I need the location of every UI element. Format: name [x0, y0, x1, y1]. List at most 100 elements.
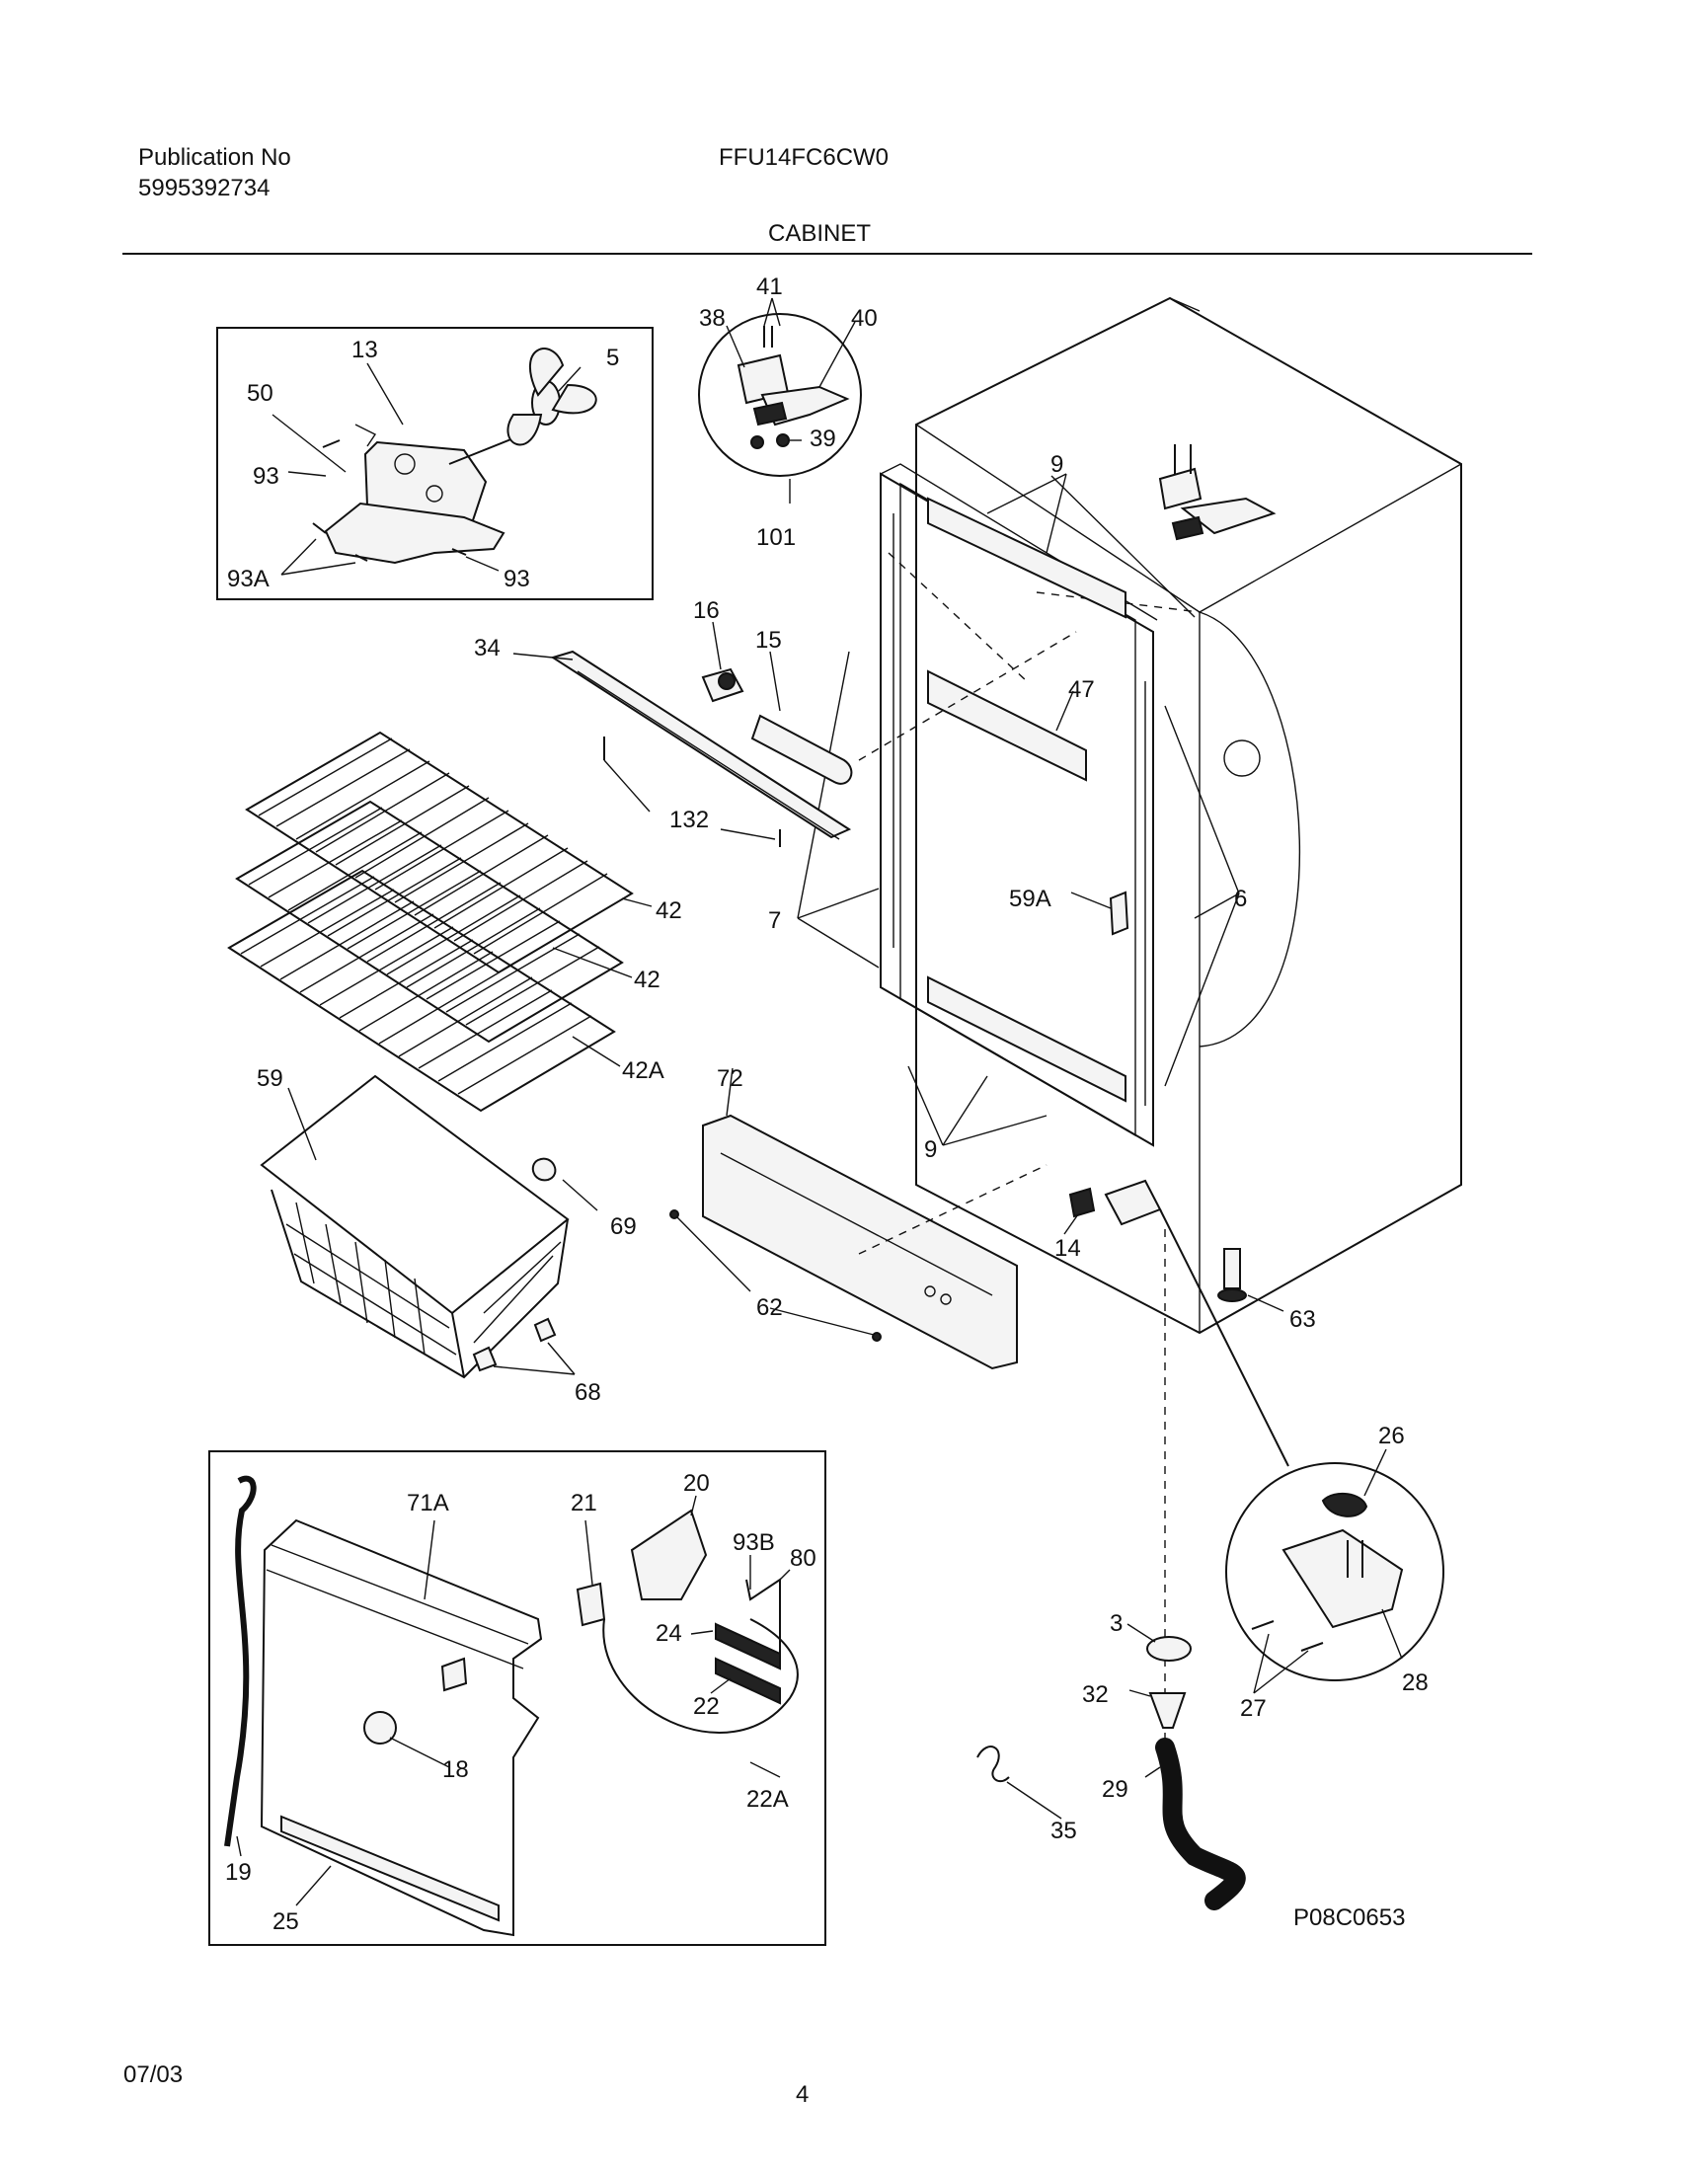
- callout: 93: [504, 566, 530, 592]
- callout: 5: [606, 345, 619, 371]
- evaporator-inset-box: [208, 1450, 826, 1946]
- callout: 71A: [407, 1490, 449, 1516]
- callout: 13: [351, 337, 378, 363]
- header-divider: [122, 253, 1532, 255]
- callout: 16: [693, 597, 720, 624]
- cabinet-body: [915, 296, 1462, 1335]
- callout: 41: [756, 273, 783, 300]
- drain-clip: [976, 1746, 1010, 1783]
- callout: 34: [474, 635, 501, 661]
- callout: 42A: [622, 1057, 664, 1084]
- lower-hinge: [1104, 1179, 1162, 1226]
- callout: 35: [1050, 1818, 1077, 1844]
- callout: 22A: [746, 1786, 789, 1813]
- section-title: CABINET: [768, 220, 872, 247]
- callout: 32: [1082, 1681, 1109, 1708]
- callout: 93A: [227, 566, 270, 592]
- defrost-terminator: [576, 1582, 606, 1627]
- callout: 15: [755, 627, 782, 654]
- screw-93-right: [451, 548, 467, 556]
- callout: 29: [1102, 1776, 1128, 1803]
- latch: [1109, 891, 1129, 936]
- callout: 68: [575, 1379, 601, 1406]
- callout: 62: [756, 1294, 783, 1321]
- leveling-leg: [1217, 1248, 1247, 1302]
- light-switch: [1068, 1187, 1096, 1218]
- page-number: 4: [796, 2081, 810, 2108]
- thermostat-bracket: [701, 667, 744, 703]
- callout: 47: [1068, 676, 1095, 703]
- callout: 69: [610, 1213, 637, 1240]
- lower-hinge-detail-circle: [1225, 1462, 1444, 1681]
- heater-bracket: [745, 1578, 781, 1659]
- callout: 14: [1054, 1235, 1081, 1262]
- screw-93a-lower: [354, 554, 368, 562]
- callout: 72: [717, 1065, 743, 1092]
- callout: 93B: [733, 1529, 775, 1556]
- publication-label: Publication No: [138, 144, 291, 171]
- evaporator-seal: [224, 1475, 257, 1847]
- callout: 22: [693, 1693, 720, 1720]
- evaporator-cover: [260, 1518, 543, 1937]
- cabinet-top-hinge: [1158, 444, 1277, 541]
- model-number: FFU14FC6CW0: [719, 144, 890, 171]
- drain-trough: [1148, 1692, 1187, 1729]
- callout: 19: [225, 1859, 252, 1886]
- callout: 42: [634, 967, 660, 993]
- callout: 80: [790, 1545, 816, 1572]
- kickplate: [702, 1114, 1018, 1370]
- thermostat-bulb: [750, 714, 853, 785]
- callout: 24: [656, 1620, 682, 1647]
- wire-shelf-lower: [227, 869, 616, 1113]
- callout: 9: [1050, 451, 1063, 478]
- callout: 28: [1402, 1669, 1429, 1696]
- callout: 59A: [1009, 886, 1051, 912]
- callout: 6: [1234, 886, 1247, 912]
- callout: 38: [699, 305, 726, 332]
- callout: 27: [1240, 1695, 1267, 1722]
- callout: 26: [1378, 1423, 1405, 1449]
- basket-stop: [531, 1157, 557, 1182]
- callout-labels: 13 5 50 93 93A 93 41 38 40 39 101 9 16 1…: [225, 273, 1429, 1935]
- callout: 101: [756, 524, 796, 551]
- fan-motor-inset-box: [216, 327, 654, 600]
- fan-blade: [506, 348, 597, 446]
- callout: 3: [1110, 1610, 1123, 1637]
- screw-93-left: [322, 439, 341, 448]
- heater-strip-upper: [715, 1622, 781, 1670]
- hinge-detail-circle: [698, 313, 862, 477]
- callout: 39: [810, 426, 836, 452]
- callout: 25: [272, 1908, 299, 1935]
- callout: 18: [442, 1756, 469, 1783]
- upper-hinge-detail: [737, 326, 850, 449]
- publication-number: 5995392734: [138, 175, 271, 201]
- freezer-basket: [260, 1074, 570, 1379]
- callout: 63: [1289, 1306, 1316, 1333]
- callout: 21: [571, 1490, 597, 1516]
- wire-shelf-middle: [235, 800, 624, 1044]
- door-gasket-frame: [880, 463, 1158, 1147]
- drain-plug: [1146, 1636, 1192, 1662]
- heater-strip-lower: [715, 1657, 781, 1705]
- screw-93a-upper: [312, 522, 327, 534]
- callout: 7: [768, 907, 781, 934]
- lower-hinge-detail: [1251, 1492, 1404, 1652]
- callout: 20: [683, 1470, 710, 1497]
- callout: 50: [247, 380, 273, 407]
- publication-date: 07/03: [123, 2061, 184, 2088]
- callout: 93: [253, 463, 279, 490]
- shelf-rail: [550, 650, 852, 839]
- heater-wire: [602, 1618, 799, 1735]
- wire-shelf-upper: [245, 731, 634, 974]
- terminator-cover: [630, 1509, 708, 1600]
- callout: 9: [924, 1136, 937, 1163]
- callout: 132: [669, 807, 709, 833]
- drain-hose: [1155, 1738, 1246, 1910]
- divider-rail: [927, 669, 1087, 782]
- fan-motor-assembly: [324, 424, 524, 565]
- callout: 40: [851, 305, 878, 332]
- figure-code: P08C0653: [1293, 1904, 1405, 1931]
- callout: 59: [257, 1065, 283, 1092]
- callout: 42: [656, 897, 682, 924]
